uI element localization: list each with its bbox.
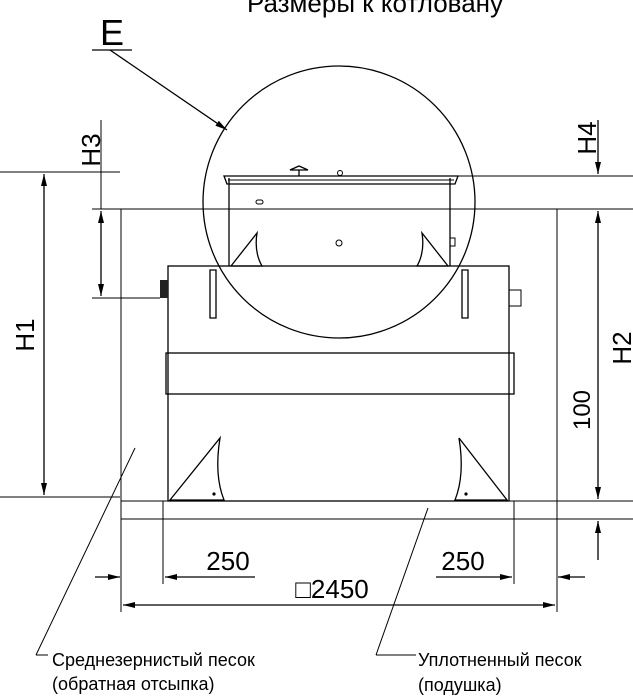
backfill-callout-line1: Среднезернистый песок [52, 650, 255, 670]
dim-right-offset-label: 250 [441, 546, 484, 576]
detail-e-circle [202, 65, 476, 339]
backfill-callout-leader [35, 447, 136, 656]
dim-h1-label: H1 [10, 318, 40, 351]
detail-e-label: E [100, 12, 124, 53]
dim-h2-label: H2 [607, 331, 633, 364]
tank-brackets [168, 230, 509, 501]
backfill-sand-area [120, 208, 558, 502]
cushion-callout-leader [375, 507, 429, 656]
detail-e-leader [109, 49, 228, 131]
tank-body [160, 178, 522, 502]
dim-cushion-label: 100 [569, 390, 596, 430]
extension-lines [0, 171, 633, 612]
backfill-callout-line2: (обратная отсыпка) [52, 674, 215, 694]
dim-left-offset-label: 250 [206, 546, 249, 576]
drawing-title: Размеры к котловану [247, 0, 503, 18]
cushion-callout-line1: Уплотненный песок [418, 650, 582, 670]
dim-h3-label: H3 [76, 133, 106, 166]
sand-cushion-layer [120, 500, 558, 520]
dim-h4-label: H4 [572, 121, 602, 154]
tank-lid [223, 165, 459, 185]
cushion-callout-line2: (подушка) [418, 675, 502, 695]
dim-pit-width-label: □2450 [295, 574, 369, 604]
